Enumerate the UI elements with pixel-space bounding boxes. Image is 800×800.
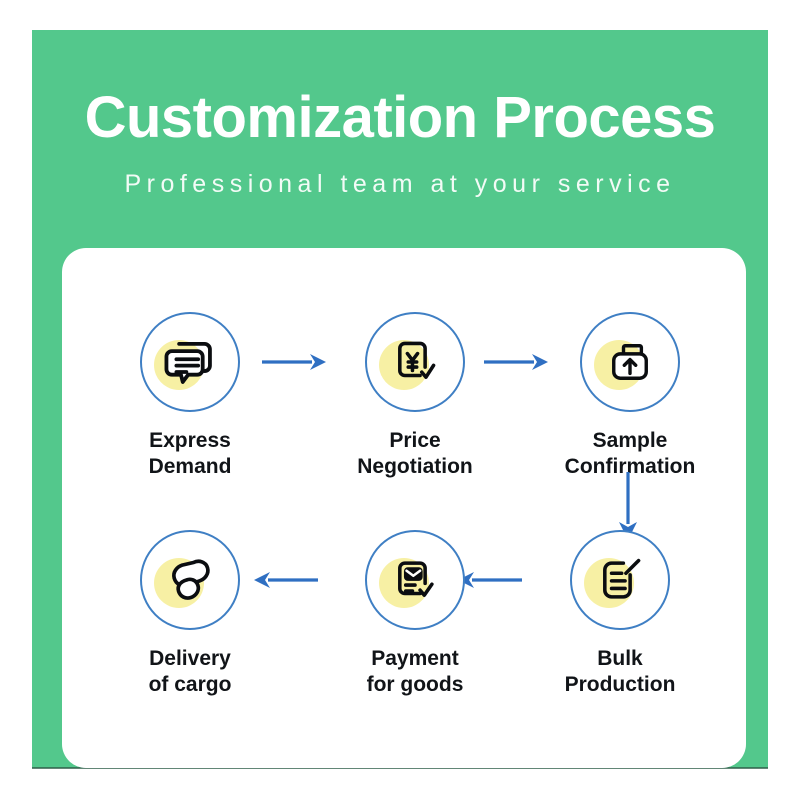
step-icon-circle xyxy=(365,312,465,412)
page-subtitle: Professional team at your service xyxy=(124,170,676,198)
poster-content: Customization Process Professional team … xyxy=(32,30,768,768)
flow-step-price-negotiation[interactable]: Price Negotiation xyxy=(325,312,505,479)
yen-invoice-check-icon xyxy=(367,314,463,410)
arrow-4-to-5 xyxy=(454,568,524,592)
arrow-1-to-2 xyxy=(260,350,328,374)
folder-upload-icon xyxy=(582,314,678,410)
step-label: Price Negotiation xyxy=(357,429,473,478)
step-icon-circle xyxy=(570,530,670,630)
page-title: Customization Process xyxy=(84,85,716,150)
highlight-blob xyxy=(379,558,429,608)
step-icon-circle xyxy=(140,312,240,412)
step-label: Delivery of cargo xyxy=(148,647,232,696)
step-label: Bulk Production xyxy=(564,647,676,696)
packages-icon xyxy=(142,532,238,628)
arrow-5-to-6 xyxy=(250,568,320,592)
step-icon-circle xyxy=(140,530,240,630)
flow-step-payment-for-goods[interactable]: Payment for goods xyxy=(325,530,505,697)
chat-bubbles-icon xyxy=(142,314,238,410)
poster-baseline-rule xyxy=(32,767,768,769)
flow-step-bulk-production[interactable]: Bulk Production xyxy=(530,530,710,697)
document-pen-icon xyxy=(572,532,668,628)
receipt-check-icon xyxy=(367,532,463,628)
flow-step-express-demand[interactable]: Express Demand xyxy=(100,312,280,479)
flow-step-delivery-of-cargo[interactable]: Delivery of cargo xyxy=(100,530,280,697)
flow-step-sample-confirmation[interactable]: Sample Confirmation xyxy=(540,312,720,479)
step-label: Express Demand xyxy=(148,429,232,478)
highlight-blob xyxy=(584,558,634,608)
arrow-2-to-3 xyxy=(482,350,550,374)
step-label: Payment for goods xyxy=(366,647,464,696)
step-icon-circle xyxy=(580,312,680,412)
highlight-blob xyxy=(379,340,429,390)
step-icon-circle xyxy=(365,530,465,630)
step-label: Sample Confirmation xyxy=(564,429,696,478)
